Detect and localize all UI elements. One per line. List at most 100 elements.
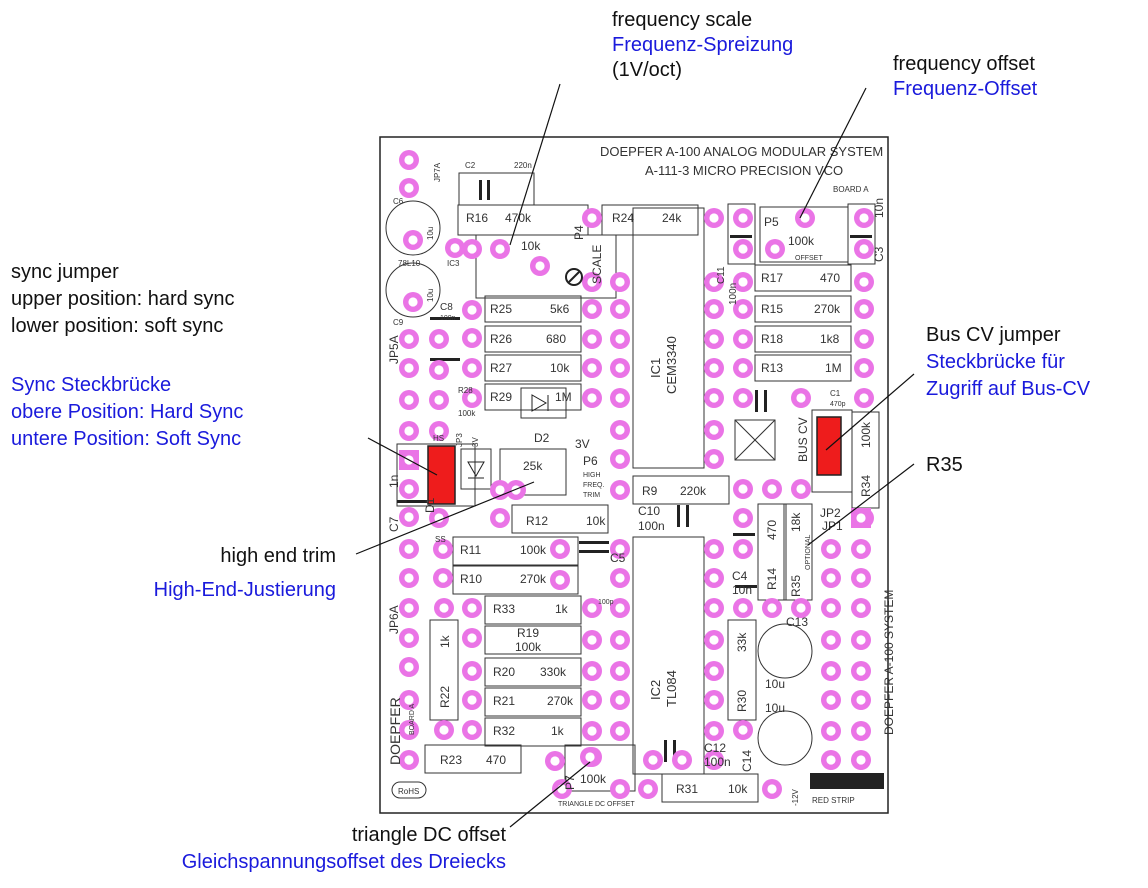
svg-text:100k: 100k — [515, 640, 542, 654]
svg-text:-12V: -12V — [791, 788, 800, 806]
svg-text:C12: C12 — [704, 741, 726, 755]
svg-text:25k: 25k — [523, 459, 543, 473]
triangle-offset-label: triangle DC offset — [351, 824, 506, 846]
svg-text:100k: 100k — [859, 421, 873, 448]
svg-text:C11: C11 — [716, 266, 727, 284]
svg-text:1k: 1k — [555, 602, 569, 616]
svg-text:270k: 270k — [520, 572, 547, 586]
sync-label-de-3: untere Position: Soft Sync — [11, 428, 242, 450]
svg-text:TRIANGLE DC OFFSET: TRIANGLE DC OFFSET — [558, 801, 635, 808]
svg-text:78L10: 78L10 — [398, 259, 421, 268]
svg-text:R34: R34 — [859, 475, 873, 497]
svg-text:100k: 100k — [580, 772, 607, 786]
svg-text:100p: 100p — [598, 599, 614, 606]
triangle-offset-label-de: Gleichspannungsoffset des Dreiecks — [181, 851, 506, 873]
freq-offset-label-de: Frequenz-Offset — [893, 78, 1038, 100]
svg-text:10k: 10k — [728, 782, 748, 796]
svg-text:470: 470 — [820, 271, 840, 285]
svg-text:270k: 270k — [814, 302, 841, 316]
svg-text:C8: C8 — [440, 302, 453, 313]
sync-label-de-1: Sync Steckbrücke — [11, 374, 172, 396]
sync-label-2: upper position: hard sync — [11, 288, 235, 310]
pcb-title-1: DOEPFER A-100 ANALOG MODULAR SYSTEM — [600, 144, 883, 159]
svg-text:R33: R33 — [493, 602, 515, 616]
svg-text:R24: R24 — [612, 211, 634, 225]
bus-cv-label: Bus CV jumper — [926, 324, 1061, 346]
high-end-trim-label-de: High-End-Justierung — [153, 579, 336, 601]
svg-text:R31: R31 — [676, 782, 698, 796]
svg-text:R30: R30 — [735, 690, 749, 712]
svg-text:OFFSET: OFFSET — [795, 255, 823, 262]
svg-text:JP6A: JP6A — [387, 605, 401, 634]
svg-text:R21: R21 — [493, 694, 515, 708]
svg-text:SCALE: SCALE — [590, 245, 604, 284]
high-end-trim-label: high end trim — [220, 545, 336, 567]
svg-text:RoHS: RoHS — [398, 787, 419, 796]
svg-text:100n: 100n — [728, 283, 739, 305]
svg-text:10k: 10k — [586, 514, 606, 528]
svg-text:10u: 10u — [426, 289, 435, 302]
sync-jumper — [427, 445, 456, 505]
svg-text:C13: C13 — [786, 615, 808, 629]
bus-cv-label-de-2: Zugriff auf Bus-CV — [926, 378, 1091, 400]
svg-text:1M: 1M — [555, 390, 572, 404]
svg-text:100k: 100k — [458, 409, 476, 418]
leader-lines — [355, 83, 915, 828]
svg-text:R18: R18 — [761, 332, 783, 346]
svg-text:IC2: IC2 — [648, 680, 663, 700]
freq-scale-label-de: Frequenz-Spreizung — [612, 34, 794, 56]
svg-text:R11: R11 — [460, 543, 481, 557]
svg-text:P4: P4 — [572, 225, 586, 240]
svg-text:IC3: IC3 — [447, 259, 460, 268]
svg-text:100n: 100n — [440, 315, 456, 322]
svg-text:100n: 100n — [704, 755, 731, 769]
svg-text:OPTIONAL: OPTIONAL — [805, 534, 812, 570]
svg-text:R23: R23 — [440, 753, 462, 767]
svg-text:C9: C9 — [393, 318, 404, 327]
bus-cv-jumper — [816, 416, 842, 476]
svg-text:100k: 100k — [520, 543, 547, 557]
svg-text:R26: R26 — [490, 332, 512, 346]
freq-scale-label: frequency scale — [612, 9, 753, 31]
svg-text:24k: 24k — [662, 211, 682, 225]
svg-text:R29: R29 — [490, 390, 512, 404]
svg-text:IC1: IC1 — [648, 358, 663, 378]
sync-label-3: lower position: soft sync — [11, 315, 224, 337]
svg-text:1n: 1n — [387, 475, 401, 488]
svg-text:P7: P7 — [563, 775, 577, 790]
svg-text:JP7A: JP7A — [433, 162, 442, 182]
freq-scale-note: (1V/oct) — [612, 59, 683, 81]
svg-text:10u: 10u — [765, 677, 785, 691]
svg-text:R16: R16 — [466, 211, 488, 225]
sync-label-1: sync jumper — [11, 261, 119, 283]
svg-text:FREQ.: FREQ. — [583, 482, 604, 489]
pcb-title-2: A-111-3 MICRO PRECISION VCO — [645, 163, 843, 178]
svg-text:1k: 1k — [551, 724, 565, 738]
svg-text:DOEPFER: DOEPFER — [387, 697, 403, 765]
svg-text:RED STRIP: RED STRIP — [812, 796, 855, 805]
svg-text:JP5A: JP5A — [387, 335, 401, 364]
svg-text:33k: 33k — [735, 632, 749, 652]
pcb-board-label: BOARD A — [833, 185, 869, 194]
svg-text:R32: R32 — [493, 724, 515, 738]
svg-text:D2: D2 — [534, 431, 550, 445]
svg-text:R27: R27 — [490, 361, 512, 375]
svg-text:R25: R25 — [490, 302, 512, 316]
svg-text:C3: C3 — [872, 246, 886, 262]
svg-text:C14: C14 — [740, 750, 754, 772]
svg-text:TL084: TL084 — [664, 670, 679, 707]
svg-text:10n: 10n — [732, 583, 752, 597]
svg-text:R15: R15 — [761, 302, 783, 316]
svg-text:C7: C7 — [387, 516, 401, 532]
svg-text:DOEPFER A-100 SYSTEM: DOEPFER A-100 SYSTEM — [882, 590, 896, 735]
r35-label: R35 — [926, 454, 963, 476]
svg-text:C2: C2 — [465, 161, 476, 170]
svg-text:C1: C1 — [830, 389, 841, 398]
svg-text:C5: C5 — [610, 551, 626, 565]
svg-text:1k: 1k — [438, 634, 452, 648]
svg-text:680: 680 — [546, 332, 566, 346]
freq-offset-label: frequency offset — [893, 53, 1035, 75]
svg-text:C10: C10 — [638, 504, 660, 518]
svg-text:CEM3340: CEM3340 — [664, 336, 679, 394]
